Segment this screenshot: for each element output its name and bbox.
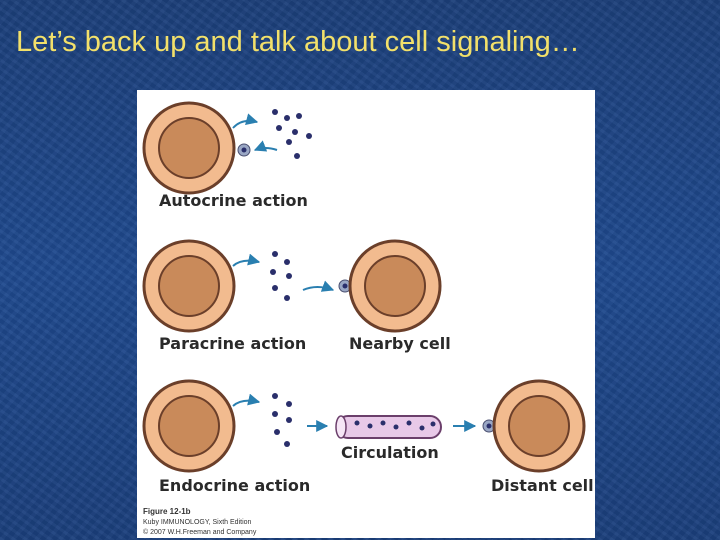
endocrine-source-cell [142, 379, 236, 473]
distant-cell [492, 379, 586, 473]
circulation-vessel [335, 415, 442, 439]
autocrine-receptor [237, 143, 251, 157]
circulation-label: Circulation [341, 443, 439, 462]
nearby-cell-label: Nearby cell [349, 334, 451, 353]
autocrine-molecules [272, 109, 312, 159]
book-credit: Kuby IMMUNOLOGY, Sixth Edition [143, 519, 252, 526]
autocrine-label: Autocrine action [159, 191, 308, 210]
paracrine-label: Paracrine action [159, 334, 306, 353]
nearby-cell [348, 239, 442, 333]
slide-title: Let’s back up and talk about cell signal… [16, 26, 580, 58]
distant-cell-label: Distant cell [491, 476, 594, 495]
autocrine-return-arrow [253, 140, 278, 152]
paracrine-transport-arrow [302, 280, 335, 292]
figure-number: Figure 12-1b [143, 507, 191, 516]
autocrine-secretion-arrow [232, 113, 259, 129]
endocrine-molecules [272, 393, 292, 447]
cell-signaling-figure: Autocrine action Paracrine action Nearby… [137, 90, 595, 538]
copyright: © 2007 W.H.Freeman and Company [143, 528, 257, 536]
paracrine-molecules [270, 251, 292, 301]
autocrine-cell [142, 101, 236, 195]
paracrine-source-cell [142, 239, 236, 333]
figure-svg: Autocrine action Paracrine action Nearby… [142, 101, 594, 536]
endocrine-secretion-arrow [232, 393, 261, 407]
paracrine-secretion-arrow [232, 253, 261, 267]
distant-receptor [482, 419, 496, 433]
endocrine-label: Endocrine action [159, 476, 310, 495]
